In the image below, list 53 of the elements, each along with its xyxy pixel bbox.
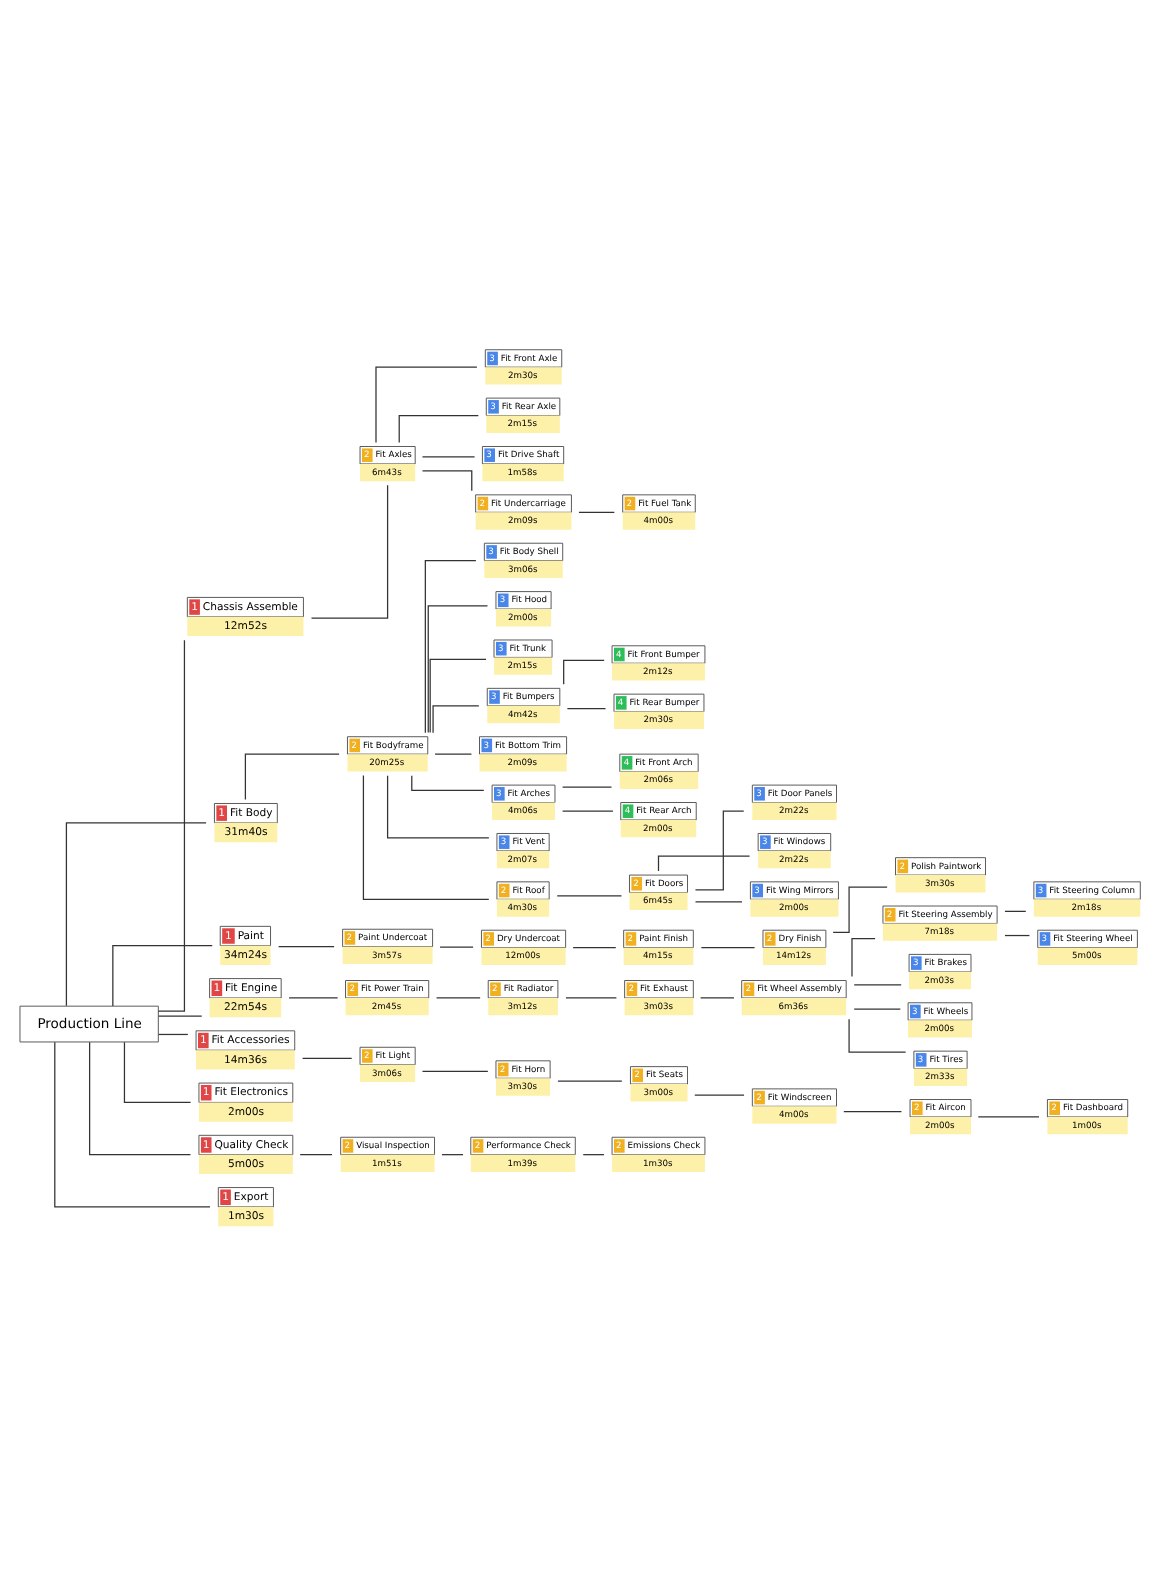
connector xyxy=(427,604,489,733)
connector xyxy=(843,1110,903,1112)
connector xyxy=(123,1040,192,1103)
connector xyxy=(299,1153,333,1155)
connector xyxy=(556,894,623,896)
connector xyxy=(572,946,617,948)
connector xyxy=(848,1017,907,1052)
connector xyxy=(563,658,605,684)
connector xyxy=(421,1069,489,1072)
connector xyxy=(387,774,490,838)
connector xyxy=(310,483,389,618)
connector xyxy=(578,510,615,512)
connector xyxy=(362,773,490,899)
connector xyxy=(566,707,607,709)
connector xyxy=(851,936,876,977)
connector xyxy=(421,469,473,491)
connector xyxy=(700,996,735,998)
connector xyxy=(89,1040,192,1155)
connector xyxy=(977,1115,1040,1117)
connector xyxy=(398,413,479,443)
connector xyxy=(302,1056,353,1059)
connector xyxy=(421,455,476,457)
connector xyxy=(439,945,474,947)
connector xyxy=(112,944,213,1006)
connector xyxy=(65,821,207,1006)
connector xyxy=(411,774,485,791)
connector xyxy=(278,945,335,947)
connector xyxy=(853,1007,901,1009)
connector xyxy=(582,1153,605,1155)
connector xyxy=(157,1032,189,1035)
connector xyxy=(853,983,902,985)
connector xyxy=(429,657,487,733)
connector xyxy=(832,885,888,933)
connector xyxy=(435,996,481,998)
connector xyxy=(694,1093,745,1095)
connector xyxy=(244,752,340,800)
connector xyxy=(441,1153,464,1155)
connector xyxy=(1004,933,1031,936)
connector xyxy=(434,752,473,754)
connector xyxy=(157,638,186,1011)
connector xyxy=(424,559,477,733)
connector xyxy=(694,900,743,902)
connector xyxy=(157,1014,203,1016)
connector xyxy=(432,704,480,733)
connector xyxy=(700,946,756,948)
connector xyxy=(565,996,617,998)
connector xyxy=(561,809,614,811)
connector xyxy=(1004,909,1027,911)
connector xyxy=(375,365,478,443)
connector xyxy=(557,1079,623,1081)
connector xyxy=(561,785,613,787)
connector xyxy=(657,854,751,871)
connector xyxy=(288,996,339,998)
